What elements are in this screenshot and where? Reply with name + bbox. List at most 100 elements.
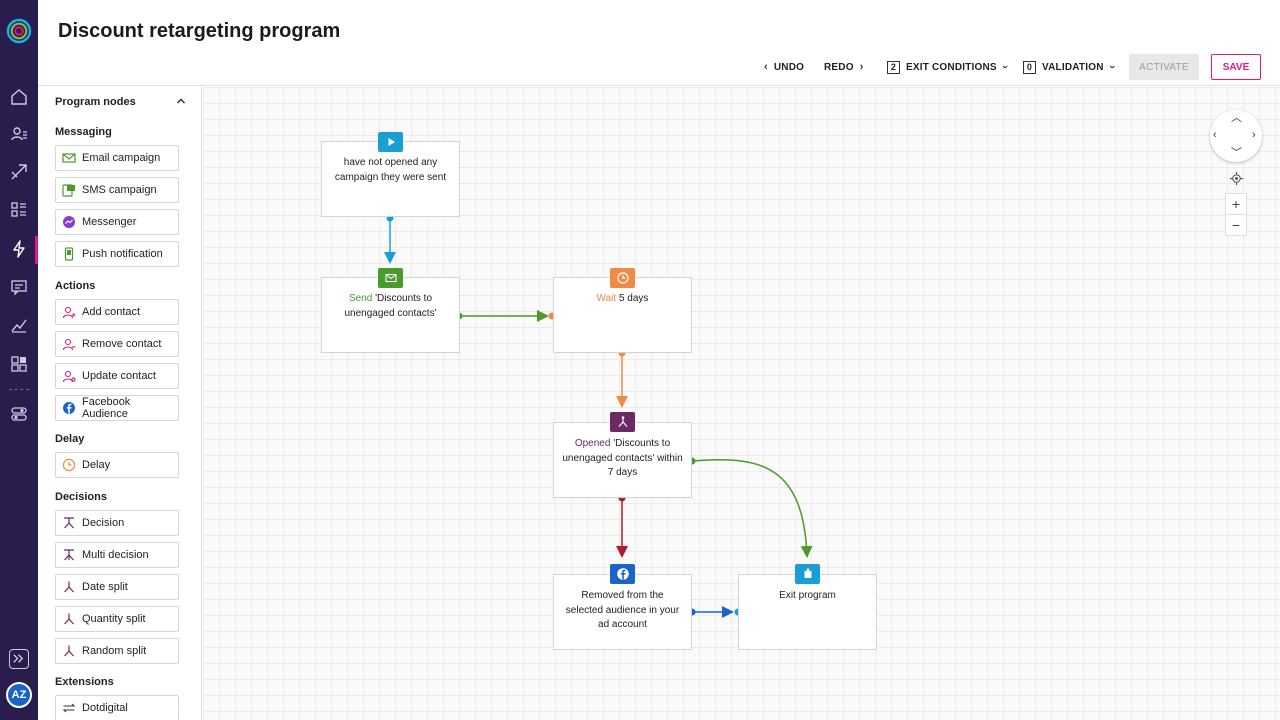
node-facebook-audience[interactable]: Facebook Audience bbox=[55, 395, 179, 421]
zoom-out-button[interactable]: − bbox=[1225, 214, 1247, 236]
connector-start-to-send[interactable] bbox=[384, 214, 396, 264]
node-multi-decision[interactable]: Multi decision bbox=[55, 542, 179, 568]
settings-toggle-icon[interactable] bbox=[9, 404, 29, 424]
node-label: Quantity split bbox=[82, 613, 146, 625]
node-quantity-split[interactable]: Quantity split bbox=[55, 606, 179, 632]
node-label: Decision bbox=[82, 517, 125, 529]
send-email-node[interactable]: Send 'Discounts to unengaged contacts' bbox=[321, 277, 460, 353]
update-contact-icon bbox=[62, 369, 76, 383]
pan-down-icon[interactable]: ﹀ bbox=[1231, 147, 1242, 159]
wait-duration: 5 days bbox=[616, 293, 649, 304]
section-extensions: Extensions bbox=[55, 676, 114, 688]
contacts-icon[interactable] bbox=[9, 124, 29, 144]
exit-conditions-button[interactable]: 2 EXIT CONDITIONS › bbox=[887, 54, 1013, 80]
connector-decision-yes-to-exit[interactable] bbox=[688, 457, 813, 558]
mobile-icon bbox=[62, 247, 76, 261]
home-icon[interactable] bbox=[9, 87, 29, 107]
add-contact-icon bbox=[62, 305, 76, 319]
node-push-notification[interactable]: Push notification bbox=[55, 241, 179, 267]
user-avatar[interactable]: AZ bbox=[6, 682, 32, 708]
sms-icon bbox=[62, 183, 76, 197]
chevron-down-icon: › bbox=[1105, 65, 1118, 69]
quantity-split-icon bbox=[62, 612, 76, 626]
facebook-icon bbox=[610, 564, 635, 584]
program-nodes-panel: Program nodes Messaging Email campaign S… bbox=[38, 86, 202, 720]
connector-send-to-wait[interactable] bbox=[455, 310, 556, 322]
transfer-icon bbox=[62, 701, 76, 715]
exit-icon bbox=[795, 564, 820, 584]
node-label: Facebook Audience bbox=[82, 396, 131, 420]
page-title: Discount retargeting program bbox=[58, 20, 341, 42]
undo-button[interactable]: ‹ UNDO bbox=[758, 54, 804, 80]
decision-node-text: Opened 'Discounts to unengaged contacts'… bbox=[562, 437, 683, 481]
inbox-icon[interactable] bbox=[9, 277, 29, 297]
save-button[interactable]: SAVE bbox=[1211, 54, 1261, 80]
send-verb: Send bbox=[348, 293, 373, 304]
redo-button[interactable]: REDO › bbox=[824, 54, 870, 80]
wait-node-text: Wait 5 days bbox=[597, 292, 649, 307]
pan-up-icon[interactable]: ︿ bbox=[1231, 112, 1242, 124]
split-icon bbox=[610, 412, 635, 432]
start-node[interactable]: have not opened any campaign they were s… bbox=[321, 141, 460, 217]
remove-audience-node[interactable]: Removed from the selected audience in yo… bbox=[553, 574, 692, 650]
node-delay[interactable]: Delay bbox=[55, 452, 179, 478]
node-label: Messenger bbox=[82, 216, 137, 228]
node-label: Push notification bbox=[82, 248, 163, 260]
connector-wait-to-decision[interactable] bbox=[616, 349, 628, 408]
node-random-split[interactable]: Random split bbox=[55, 638, 179, 664]
activate-button[interactable]: ACTIVATE bbox=[1129, 54, 1199, 80]
play-icon bbox=[378, 132, 403, 152]
node-messenger[interactable]: Messenger bbox=[55, 209, 179, 235]
node-label: Delay bbox=[82, 459, 111, 471]
apps-icon[interactable] bbox=[9, 354, 29, 374]
node-email-campaign[interactable]: Email campaign bbox=[55, 145, 179, 171]
node-dotdigital[interactable]: Dotdigital bbox=[55, 695, 179, 720]
pan-compass[interactable]: ︿ ﹀ ‹ › bbox=[1210, 110, 1262, 162]
connector-decision-no-to-removed[interactable] bbox=[616, 494, 628, 558]
node-label: Multi decision bbox=[82, 549, 149, 561]
campaigns-icon[interactable] bbox=[9, 162, 29, 182]
clock-icon bbox=[62, 458, 76, 472]
connector-removed-to-exit[interactable] bbox=[688, 606, 742, 618]
decision-icon bbox=[62, 516, 76, 530]
node-decision[interactable]: Decision bbox=[55, 510, 179, 536]
content-icon[interactable] bbox=[9, 200, 29, 220]
expand-sidebar-icon[interactable] bbox=[9, 649, 29, 669]
redo-label: REDO bbox=[824, 61, 854, 73]
zoom-in-button[interactable]: + bbox=[1225, 193, 1247, 215]
section-messaging: Messaging bbox=[55, 126, 112, 138]
node-remove-contact[interactable]: Remove contact bbox=[55, 331, 179, 357]
app-sidebar: AZ bbox=[0, 0, 38, 720]
pan-left-icon[interactable]: ‹ bbox=[1213, 129, 1217, 141]
node-add-contact[interactable]: Add contact bbox=[55, 299, 179, 325]
program-canvas[interactable]: have not opened any campaign they were s… bbox=[203, 87, 1280, 720]
chevron-left-icon: ‹ bbox=[764, 61, 768, 73]
node-label: Update contact bbox=[82, 370, 156, 382]
brand-logo-icon[interactable] bbox=[6, 18, 32, 44]
pan-right-icon[interactable]: › bbox=[1252, 129, 1256, 141]
node-sms-campaign[interactable]: SMS campaign bbox=[55, 177, 179, 203]
automation-icon[interactable] bbox=[9, 239, 29, 259]
active-nav-indicator bbox=[35, 236, 38, 264]
envelope-icon bbox=[62, 151, 76, 165]
recenter-icon[interactable] bbox=[1225, 167, 1247, 189]
node-update-contact[interactable]: Update contact bbox=[55, 363, 179, 389]
start-node-text: have not opened any campaign they were s… bbox=[334, 157, 447, 183]
messenger-icon bbox=[62, 215, 76, 229]
node-date-split[interactable]: Date split bbox=[55, 574, 179, 600]
page-header: Discount retargeting program ‹ UNDO REDO… bbox=[38, 0, 1280, 86]
decision-node[interactable]: Opened 'Discounts to unengaged contacts'… bbox=[553, 422, 692, 498]
exit-node-text: Exit program bbox=[779, 590, 836, 601]
decision-verb: Opened bbox=[574, 438, 611, 449]
node-label: Email campaign bbox=[82, 152, 161, 164]
node-label: Add contact bbox=[82, 306, 141, 318]
wait-node[interactable]: Wait 5 days bbox=[553, 277, 692, 353]
removed-node-text: Removed from the selected audience in yo… bbox=[565, 590, 680, 630]
reports-icon[interactable] bbox=[9, 315, 29, 335]
validation-button[interactable]: 0 VALIDATION › bbox=[1023, 54, 1120, 80]
remove-contact-icon bbox=[62, 337, 76, 351]
date-split-icon bbox=[62, 580, 76, 594]
validation-count: 0 bbox=[1023, 60, 1036, 74]
exit-program-node[interactable]: Exit program bbox=[738, 574, 877, 650]
chevron-up-icon[interactable] bbox=[176, 96, 186, 106]
